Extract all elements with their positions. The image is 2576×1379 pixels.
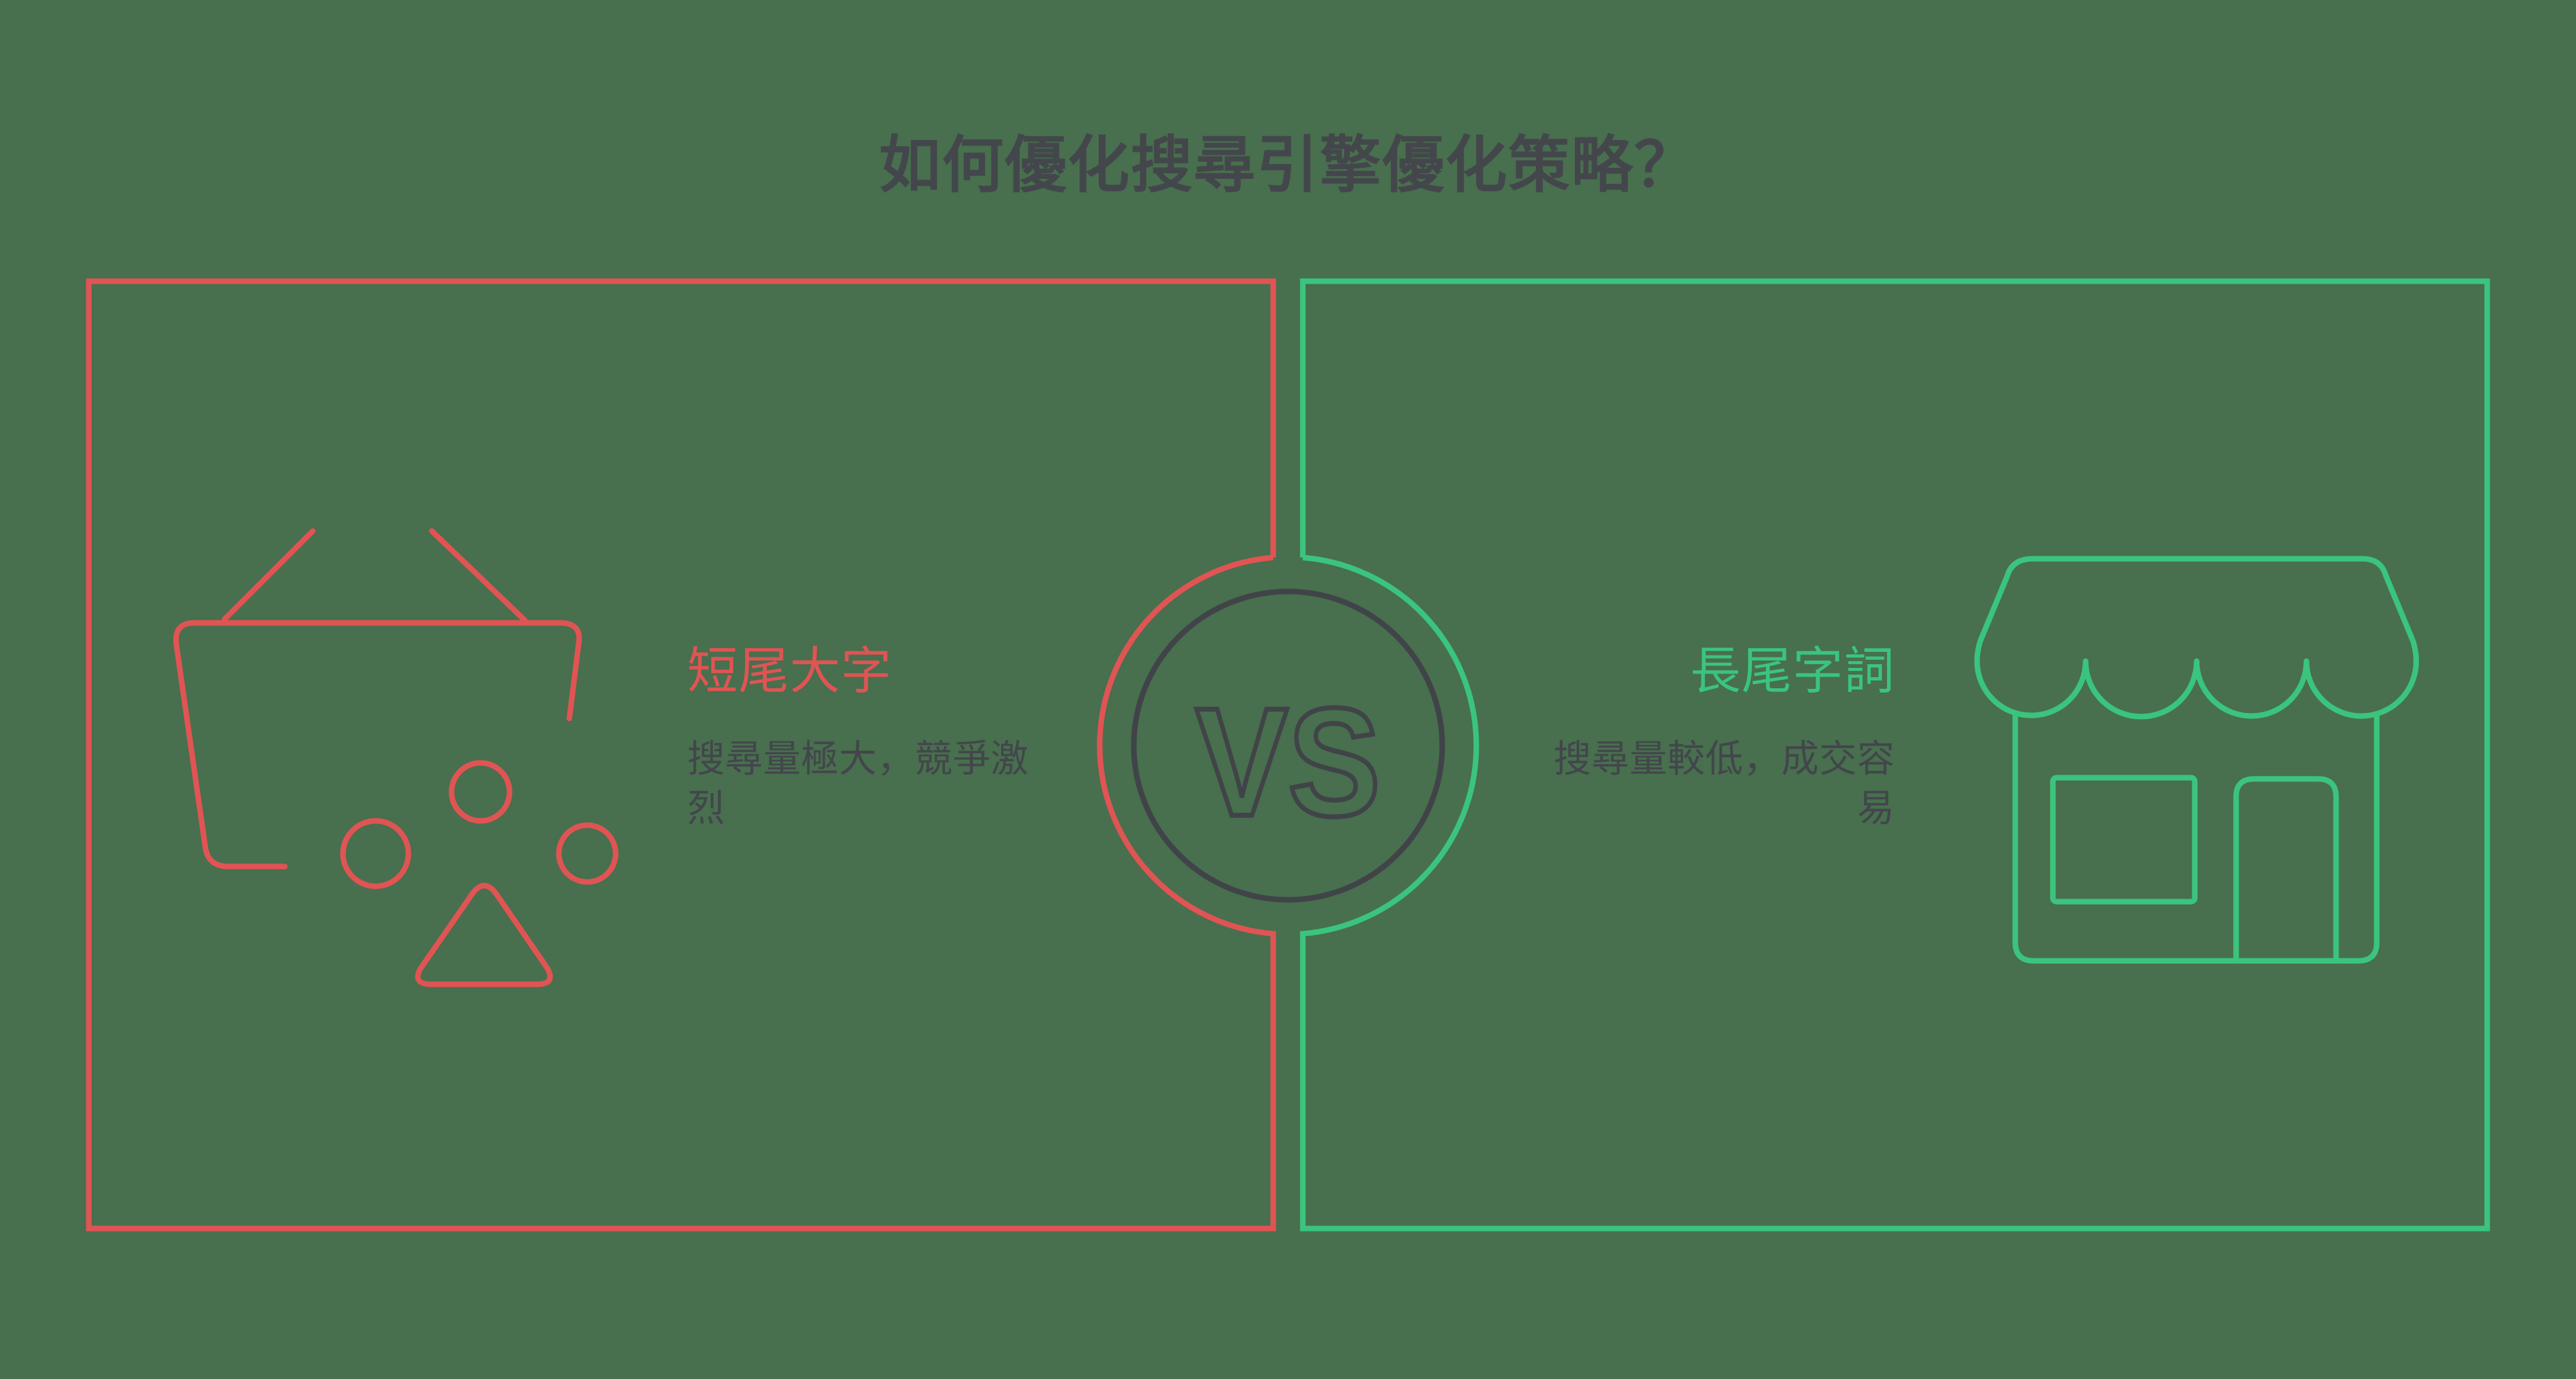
basket-body: [173, 620, 582, 870]
left-panel-description: 搜尋量極大，競爭激烈: [687, 738, 1029, 829]
storefront-door: [2233, 776, 2339, 964]
storefront-body: [2012, 712, 2380, 964]
storefront-awning: [1974, 556, 2419, 720]
left-panel-border: [86, 278, 1276, 1232]
storefront-icon: [1974, 556, 2419, 964]
basket-item-circle: [340, 818, 411, 889]
shopping-basket-icon: [173, 528, 619, 987]
right-panel-label: 長尾字詞: [1690, 643, 1895, 699]
basket-item-circle: [556, 822, 619, 885]
right-panel-description: 搜尋量較低，成交容易: [1553, 738, 1895, 829]
left-panel-label: 短尾大字: [687, 643, 893, 699]
basket-handle-right: [429, 528, 528, 624]
basket-item-triangle: [415, 883, 553, 987]
storefront-window: [2050, 775, 2198, 905]
vs-circle: [1131, 588, 1445, 903]
basket-item-circle: [448, 760, 513, 824]
vs-label: VS: [1195, 676, 1381, 848]
basket-handle-left: [221, 528, 316, 622]
right-panel-border: [1300, 278, 2490, 1232]
page-title: 如何優化搜尋引擎優化策略？: [879, 131, 1697, 200]
